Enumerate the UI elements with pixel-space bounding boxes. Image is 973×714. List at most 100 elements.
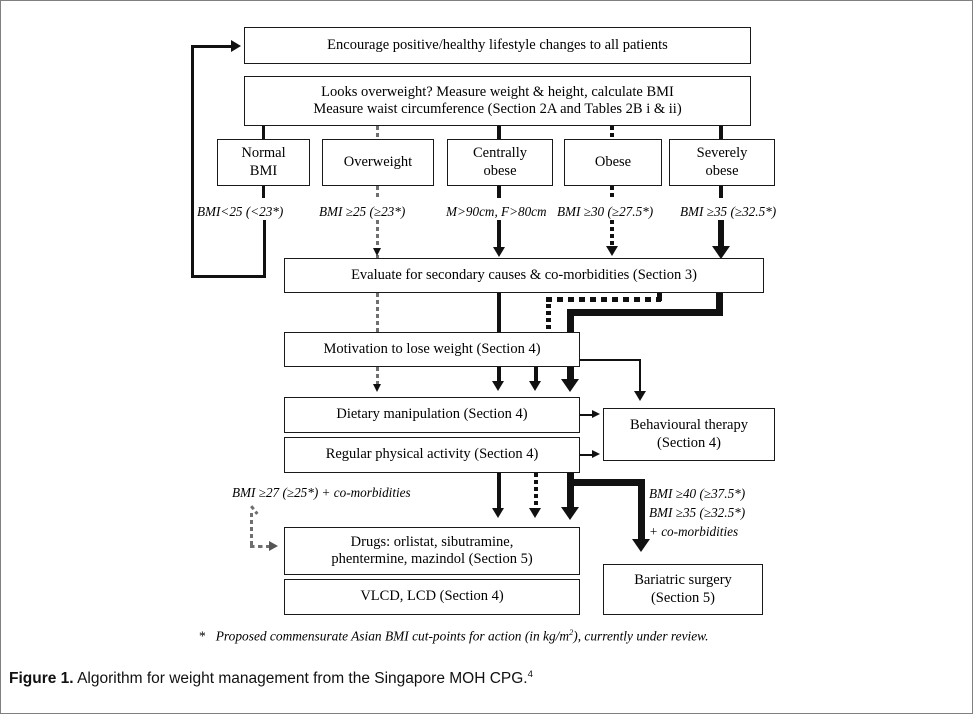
node-overweight-label: Overweight	[343, 153, 413, 170]
node-drugs-label: Drugs: orlistat, sibutramine, phentermin…	[331, 533, 533, 567]
node-obese[interactable]: Obese	[564, 139, 662, 186]
loop-down-segment	[263, 220, 266, 277]
node-assessment-line2: Measure waist circumference (Section 2A …	[313, 101, 682, 117]
footnote-text-a: Proposed commensurate Asian BMI cut-poin…	[215, 628, 570, 644]
figure-reference: 4	[527, 669, 533, 680]
criteria-normal-bmi: BMI<25 (<23*)	[197, 204, 284, 219]
node-assessment[interactable]: Looks overweight? Measure weight & heigh…	[244, 76, 751, 126]
node-normal-bmi-label: Normal BMI	[241, 145, 286, 179]
connector-bus-severe-down	[567, 367, 574, 382]
loop-left-segment	[191, 45, 194, 277]
connector-assess-to-obese	[610, 126, 615, 139]
stub-severe-down	[719, 186, 724, 198]
node-bariatric-label: Bariatric surgery (Section 5)	[634, 572, 732, 606]
criteria-surgery-line1: BMI ≥40 (≥37.5*)	[649, 486, 746, 501]
footnote-superscript: 2	[569, 628, 574, 637]
connector-severe-to-drugs	[567, 473, 574, 511]
node-evaluate-label: Evaluate for secondary causes & co-morbi…	[351, 266, 697, 283]
connector-central-to-evaluate	[497, 220, 502, 250]
connector-drugs-criteria-vertical	[250, 513, 253, 547]
connector-motivation-to-dietary-dashed	[376, 367, 379, 386]
weight-management-algorithm-diagram: Encourage positive/healthy lifestyle cha…	[1, 1, 973, 651]
node-assessment-line1: Looks overweight? Measure weight & heigh…	[321, 83, 674, 100]
connector-severe-to-evaluate	[718, 220, 724, 250]
arrowhead-obese-drugs-icon	[529, 508, 541, 518]
criteria-surgery-line2: BMI ≥35 (≥32.5*)	[649, 505, 746, 520]
criteria-obese: BMI ≥30 (≥27.5*)	[557, 204, 654, 219]
connector-severe-bariatric-horizontal	[567, 479, 645, 486]
connector-bus-obese-down	[534, 367, 539, 384]
connector-central-to-drugs	[497, 473, 502, 511]
arrowhead-obese-dietary-icon	[529, 381, 541, 391]
connector-assess-to-overweight	[376, 126, 379, 139]
node-centrally-obese-label: Centrally obese	[473, 145, 527, 179]
connector-obese-to-evaluate	[610, 220, 615, 248]
arrowhead-drugs-criteria-icon	[269, 541, 278, 551]
arrowhead-motivation-dietary-icon	[372, 384, 381, 392]
footnote: * Proposed commensurate Asian BMI cut-po…	[199, 628, 708, 644]
connector-severe-bus-vertical-right	[716, 293, 723, 315]
node-physical-label: Regular physical activity (Section 4)	[325, 446, 539, 463]
node-dietary-label: Dietary manipulation (Section 4)	[336, 406, 528, 423]
node-severely-obese-label: Severely obese	[696, 145, 748, 179]
arrowhead-severe-bariatric-icon	[632, 539, 650, 552]
connector-assess-to-normal	[262, 126, 265, 139]
criteria-drugs: BMI ≥27 (≥25*) + co-morbidities	[232, 485, 411, 500]
arrowhead-motivation-behavioural-icon	[634, 391, 646, 401]
footnote-marker: *	[199, 628, 206, 644]
connector-evaluate-to-motivation-dashed	[376, 293, 379, 332]
arrowhead-obese-evaluate-icon	[606, 246, 618, 256]
criteria-severely-obese: BMI ≥35 (≥32.5*)	[680, 204, 777, 219]
node-motivation[interactable]: Motivation to lose weight (Section 4)	[284, 332, 580, 367]
loop-bottom-segment	[191, 275, 266, 278]
arrowhead-central-dietary-icon	[492, 381, 504, 391]
node-drugs[interactable]: Drugs: orlistat, sibutramine, phentermin…	[284, 527, 580, 575]
arrowhead-dietary-behavioural-icon	[592, 410, 600, 418]
stub-overweight-down	[376, 186, 379, 198]
node-motivation-label: Motivation to lose weight (Section 4)	[323, 340, 541, 357]
node-centrally-obese[interactable]: Centrally obese	[447, 139, 553, 186]
connector-severe-bus-horizontal	[567, 309, 723, 316]
connector-obese-to-drugs-dashed	[534, 473, 539, 511]
connector-evaluate-to-motivation-thick	[497, 293, 502, 332]
figure-caption: Figure 1. Algorithm for weight managemen…	[9, 669, 949, 688]
connector-bus-central-down	[497, 367, 502, 384]
connector-physical-behavioural	[580, 454, 594, 456]
arrowhead-central-evaluate-icon	[493, 247, 505, 257]
node-obese-label: Obese	[594, 153, 632, 170]
arrowhead-severe-dietary-icon	[561, 379, 579, 392]
arrowhead-overweight-evaluate-icon	[372, 248, 381, 256]
arrowhead-severe-drugs-icon	[561, 507, 579, 520]
node-physical-activity[interactable]: Regular physical activity (Section 4)	[284, 437, 580, 473]
stub-central-down	[497, 186, 502, 198]
connector-obese-bus-vertical	[546, 297, 551, 333]
node-overweight[interactable]: Overweight	[322, 139, 434, 186]
node-behavioural-therapy[interactable]: Behavioural therapy (Section 4)	[603, 408, 775, 461]
node-severely-obese[interactable]: Severely obese	[669, 139, 775, 186]
arrowhead-severe-evaluate-icon	[712, 246, 730, 259]
connector-assess-to-severely-obese	[719, 126, 724, 139]
node-vlcd-lcd[interactable]: VLCD, LCD (Section 4)	[284, 579, 580, 615]
node-bariatric-surgery[interactable]: Bariatric surgery (Section 5)	[603, 564, 763, 615]
stub-obese-down	[610, 186, 615, 198]
criteria-surgery-line3: + co-morbidities	[649, 524, 739, 539]
figure-caption-text: Algorithm for weight management from the…	[77, 670, 528, 688]
criteria-overweight: BMI ≥25 (≥23*)	[319, 204, 406, 219]
connector-obese-bus-horizontal	[546, 297, 661, 302]
node-normal-bmi[interactable]: Normal BMI	[217, 139, 310, 186]
footnote-text-b: ), currently under review.	[573, 628, 709, 644]
stub-normal-down	[262, 186, 265, 198]
node-encourage-lifestyle[interactable]: Encourage positive/healthy lifestyle cha…	[244, 27, 751, 64]
connector-motivation-behavioural-vertical	[639, 359, 641, 393]
node-evaluate-secondary-causes[interactable]: Evaluate for secondary causes & co-morbi…	[284, 258, 764, 293]
connector-obese-bus-stub	[657, 293, 662, 301]
connector-dietary-behavioural	[580, 414, 594, 416]
loop-arrowhead-icon	[231, 40, 241, 52]
connector-assess-to-centrally-obese	[497, 126, 502, 139]
connector-severe-bariatric-vertical	[638, 479, 645, 541]
connector-severe-bus-vertical-left	[567, 309, 574, 333]
node-dietary-manipulation[interactable]: Dietary manipulation (Section 4)	[284, 397, 580, 433]
criteria-centrally-obese: M>90cm, F>80cm	[446, 204, 547, 219]
connector-motivation-behavioural-horizontal	[580, 359, 641, 361]
